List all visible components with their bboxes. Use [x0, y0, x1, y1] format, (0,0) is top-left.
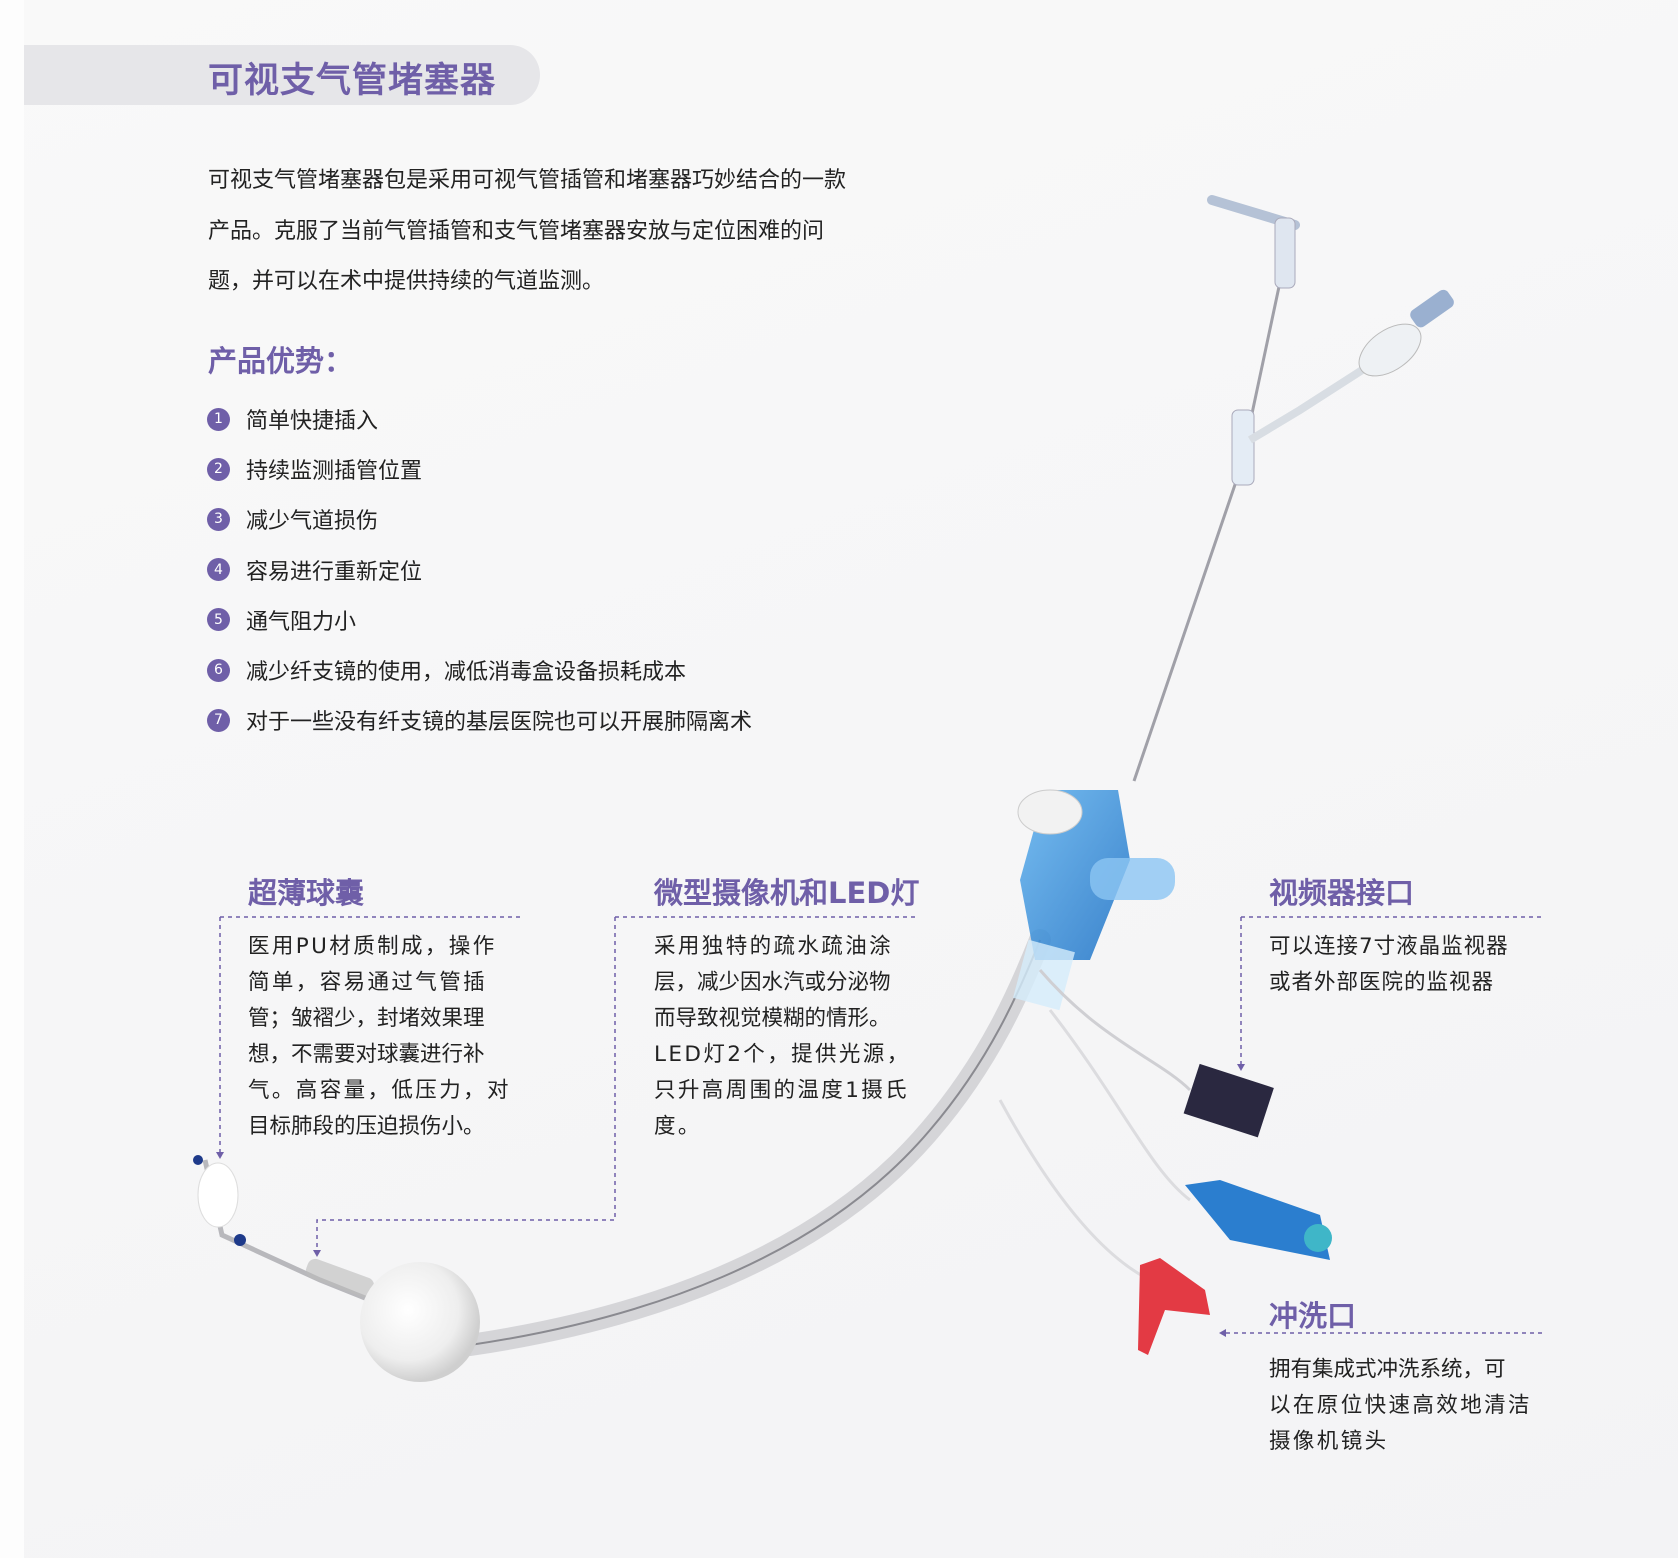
- video-description: 可以连接7寸液晶监视器 或者外部医院的监视器: [1269, 929, 1509, 1001]
- list-item: 2 持续监测插管位置: [207, 444, 752, 494]
- blocker-catheter: [1132, 234, 1292, 782]
- list-item-text: 持续监测插管位置: [246, 459, 423, 485]
- flush-port: [1138, 1258, 1210, 1355]
- list-item: 4 容易进行重新定位: [207, 545, 752, 595]
- flush-description: 拥有集成式冲洗系统，可 以在原位快速高效地清洁 摄像机镜头: [1269, 1352, 1532, 1460]
- title-banner: [24, 45, 540, 105]
- number-badge: 1: [207, 407, 230, 431]
- list-item: 5 通气阻力小: [207, 595, 752, 645]
- desc-line: 层，减少因水汽或分泌物: [654, 970, 891, 995]
- arrow-icons: [216, 1064, 1245, 1337]
- desc-line: 摄像机镜头: [1269, 1429, 1389, 1454]
- list-item: 1 简单快捷插入: [207, 394, 752, 444]
- flow-connector: [1185, 1180, 1330, 1260]
- desc-line: 拥有集成式冲洗系统，可: [1269, 1357, 1506, 1382]
- list-item-text: 简单快捷插入: [246, 409, 379, 435]
- video-heading: 视频器接口: [1269, 876, 1415, 910]
- intro-line: 可视支气管堵塞器包是采用可视气管插管和堵塞器巧妙结合的一款: [208, 168, 847, 193]
- number-badge: 6: [207, 658, 230, 682]
- pilot-balloon: [1358, 323, 1422, 377]
- intro-line: 产品。克服了当前气管插管和支气管堵塞器安放与定位困难的问: [208, 218, 825, 244]
- list-item: 7 对于一些没有纤支镜的基层医院也可以开展肺隔离术: [207, 695, 752, 745]
- camera-heading: 微型摄像机和LED灯: [654, 876, 920, 910]
- desc-line: 采用独特的疏水疏油涂: [654, 934, 894, 959]
- desc-line: 度。: [654, 1114, 702, 1139]
- balloon-description: 医用PU材质制成，操作 简单，容易通过气管插 管；皱褶少，封堵效果理 想，不需要…: [248, 929, 511, 1145]
- intro-paragraph: 可视支气管堵塞器包是采用可视气管插管和堵塞器巧妙结合的一款 产品。克服了当前气管…: [208, 156, 846, 308]
- blocker-balloon-small: [197, 1162, 239, 1228]
- list-item: 6 减少纤支镜的使用，减低消毒盒设备损耗成本: [207, 645, 752, 695]
- desc-line: 只升高周围的温度1摄氏: [654, 1078, 910, 1103]
- flush-heading: 冲洗口: [1269, 1299, 1357, 1333]
- number-badge: 4: [207, 558, 230, 582]
- desc-line: 简单，容易通过气管插: [248, 970, 488, 995]
- list-item-text: 对于一些没有纤支镜的基层医院也可以开展肺隔离术: [246, 710, 753, 736]
- list-item-text: 通气阻力小: [246, 609, 357, 635]
- number-badge: 2: [207, 457, 230, 481]
- desc-line: 气。高容量，低压力，对: [248, 1078, 511, 1103]
- desc-line: 或者外部医院的监视器: [1269, 970, 1495, 995]
- camera-description: 采用独特的疏水疏油涂 层，减少因水汽或分泌物 而导致视觉模糊的情形。 LED灯2…: [654, 929, 911, 1145]
- video-connector: [1183, 1063, 1274, 1138]
- list-item-text: 减少纤支镜的使用，减低消毒盒设备损耗成本: [246, 660, 687, 686]
- balloon-heading: 超薄球囊: [248, 876, 365, 910]
- number-badge: 7: [207, 708, 230, 732]
- list-item-text: 容易进行重新定位: [246, 559, 423, 585]
- advantages-list: 1 简单快捷插入 2 持续监测插管位置 3 减少气道损伤 4 容易进行重新定位 5 通气阻…: [207, 394, 752, 745]
- cuff-balloon: [360, 1262, 480, 1382]
- callout-lines: [219, 916, 1543, 1334]
- desc-line: 以在原位快速高效地清洁: [1269, 1393, 1532, 1418]
- list-item: 3 减少气道损伤: [207, 494, 752, 544]
- intro-line: 题，并可以在术中提供持续的气道监测。: [208, 269, 605, 294]
- page-title: 可视支气管堵塞器: [208, 61, 497, 101]
- desc-line: 可以连接7寸液晶监视器: [1269, 934, 1509, 959]
- advantages-heading: 产品优势：: [208, 344, 354, 378]
- desc-line: LED灯2个，提供光源，: [654, 1042, 911, 1067]
- desc-line: 医用PU材质制成，操作: [248, 934, 497, 959]
- number-badge: 3: [207, 507, 230, 531]
- desc-line: 管；皱褶少，封堵效果理: [248, 1006, 485, 1031]
- desc-line: 想，不需要对球囊进行补: [248, 1042, 485, 1067]
- number-badge: 5: [207, 608, 230, 632]
- desc-line: 目标肺段的压迫损伤小。: [248, 1114, 485, 1139]
- left-margin: [0, 0, 24, 1558]
- desc-line: 而导致视觉模糊的情形。: [654, 1006, 891, 1031]
- list-item-text: 减少气道损伤: [246, 509, 379, 535]
